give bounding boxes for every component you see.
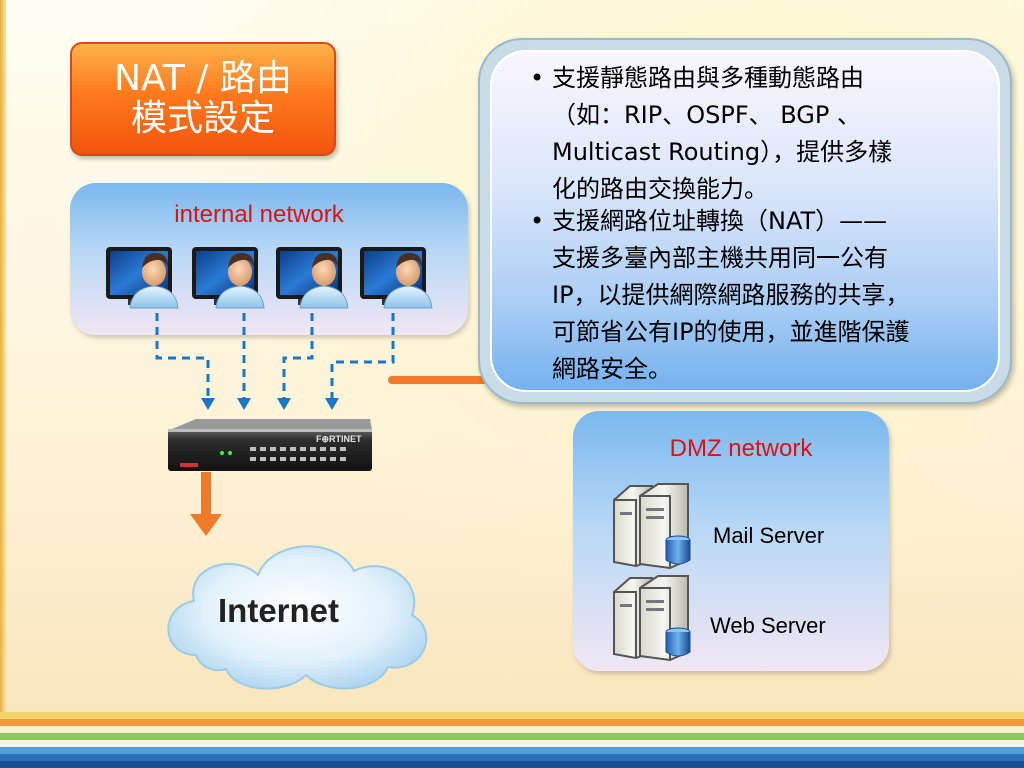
internet-label: Internet: [218, 592, 340, 629]
mail-server-label: Mail Server: [713, 523, 825, 548]
callout-bullet-routing: • 支援靜態路由與多種動態路由 （如：RIP、OSPF、 BGP 、 Multi…: [530, 60, 980, 208]
bullet-line: （如：RIP、OSPF、 BGP 、: [552, 101, 861, 129]
bullet-line: IP，以提供網際網路服務的共享，: [552, 281, 910, 309]
firewall-brand: F⊕RTINET: [316, 434, 362, 444]
bullet-line: 可節省公有IP的使用，並進階保護: [552, 318, 910, 346]
internal-network-panel: internal network: [70, 183, 468, 335]
callout-box: [490, 50, 1000, 392]
slide-left-edge: [0, 0, 6, 720]
web-server-label: Web Server: [710, 613, 826, 638]
bullet-dot: •: [530, 64, 545, 92]
dmz-network-label: DMZ network: [669, 435, 813, 462]
internet-cloud-icon: [167, 545, 428, 690]
bullet-line: 支援多臺內部主機共用同一公有: [552, 244, 888, 272]
bullet-line: 網路安全。: [552, 355, 672, 383]
bullet-line: 化的路由交換能力。: [552, 175, 768, 203]
bullet-line: 支援網路位址轉換（NAT）——: [552, 207, 888, 235]
bullet-dot: •: [530, 207, 545, 235]
firewall-appliance-icon: F⊕RTINET: [168, 419, 372, 471]
footer-stripes: [0, 712, 1024, 768]
uplink-arrow: [190, 472, 222, 536]
internal-network-label: internal network: [174, 201, 344, 228]
callout-bullet-nat: • 支援網路位址轉換（NAT）—— 支援多臺內部主機共用同一公有 IP，以提供網…: [530, 203, 990, 388]
bullet-line: Multicast Routing），提供多樣: [552, 138, 893, 166]
slide-title: NAT / 路由 模式設定: [70, 42, 336, 156]
bullet-line: 支援靜態路由與多種動態路由: [552, 64, 864, 92]
slide-title-line2: 模式設定: [130, 98, 275, 139]
slide-title-line1: NAT / 路由: [114, 58, 292, 99]
